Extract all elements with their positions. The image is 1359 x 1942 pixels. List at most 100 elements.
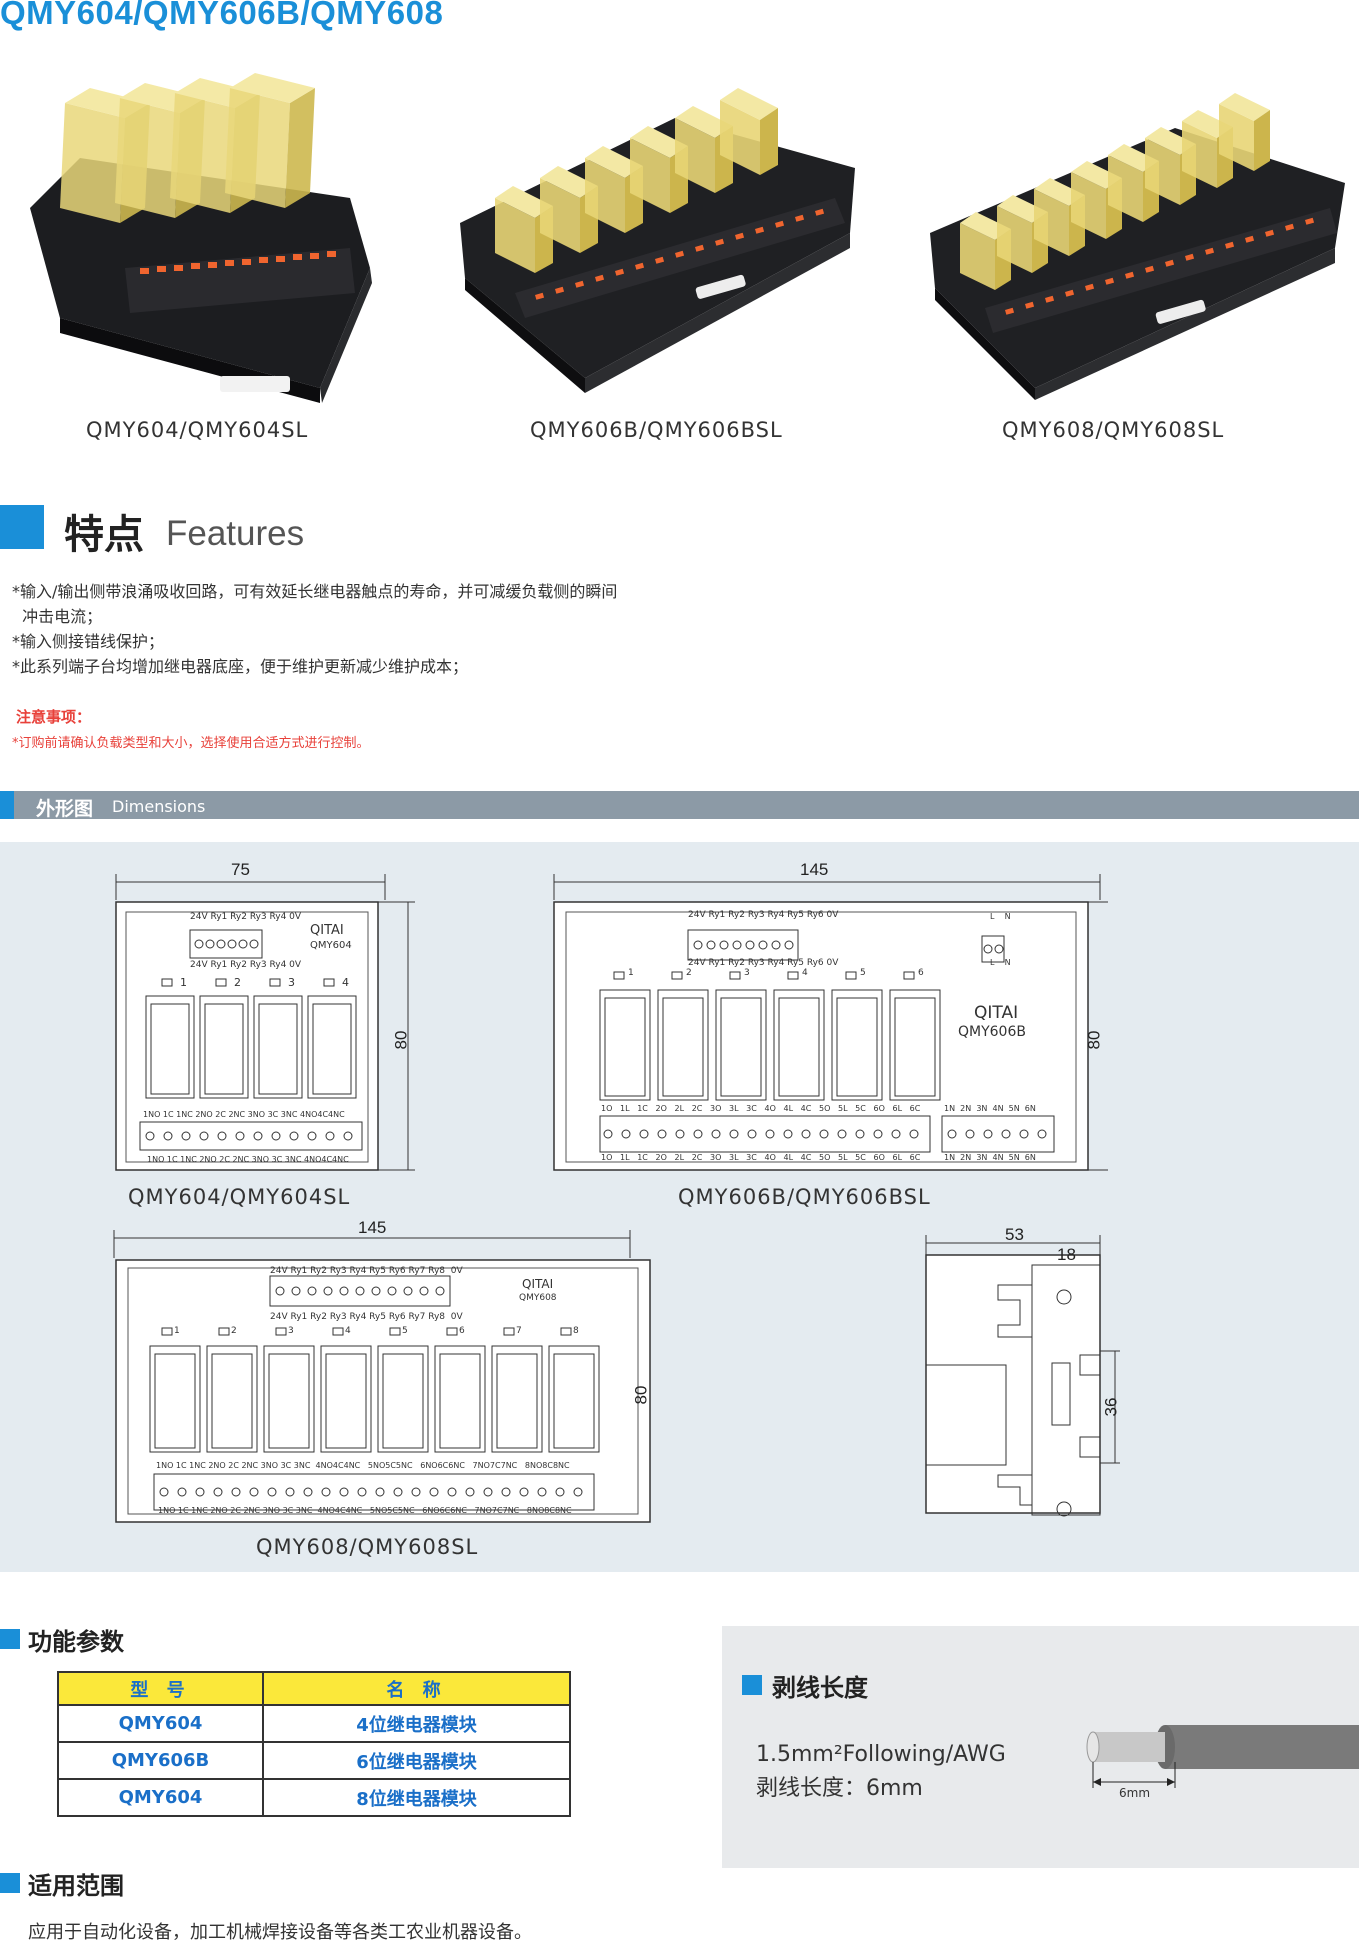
relay-label: 1 (628, 968, 634, 978)
table-cell-name: 6位继电器模块 (262, 1741, 571, 1780)
drawing-side-view (920, 1225, 1140, 1535)
params-table: 型 号 名 称 QMY604 4位继电器模块 QMY606B 6位继电器模块 Q… (57, 1671, 571, 1817)
params-marker-icon (0, 1629, 20, 1649)
relay-label: 3 (288, 1326, 294, 1336)
relay-label: 3 (288, 976, 295, 989)
scope-marker-icon (0, 1873, 20, 1893)
scope-title: 适用范围 (28, 1872, 124, 1900)
dim-height-label: 80 (391, 1030, 411, 1050)
terminal-label-top-lower: 24V Ry1 Ry2 Ry3 Ry4 Ry5 Ry6 Ry7 Ry8 0V (270, 1312, 463, 1322)
terminal-label-bottom-lower: 1NO 1C 1NC 2NO 2C 2NC 3NO 3C 3NC 4NO4C4N… (147, 1155, 349, 1164)
table-header-model: 型 号 (57, 1671, 264, 1706)
product-photo-qmy608 (925, 58, 1350, 403)
dim-height-label: 80 (631, 1385, 651, 1405)
strip-title: 剥线长度 (772, 1674, 868, 1702)
terminal-label-top-lower: 24V Ry1 Ry2 Ry3 Ry4 0V (190, 960, 302, 970)
n-terminal-label-lower: 1N 2N 3N 4N 5N 6N (944, 1153, 1036, 1162)
note-text: *订购前请确认负载类型和大小，选择使用合适方式进行控制。 (12, 736, 370, 751)
drawing-qmy606b (548, 860, 1108, 1180)
terminal-label-bottom-lower: 1O 1L 1C 2O 2L 2C 3O 3L 3C 4O 4L 4C 5O 5… (601, 1153, 921, 1162)
table-header-row: 型 号 名 称 (57, 1671, 571, 1706)
product-photo-qmy606b (455, 58, 875, 403)
brand-label: QITAI (310, 923, 344, 938)
product-caption-1: QMY604/QMY604SL (86, 418, 309, 442)
table-row: QMY606B 6位继电器模块 (57, 1741, 571, 1780)
terminal-label-bottom: 1NO 1C 1NC 2NO 2C 2NC 3NO 3C 3NC 4NO4C4N… (156, 1461, 570, 1470)
terminal-label-bottom-lower: 1NO 1C 1NC 2NO 2C 2NC 3NO 3C 3NC 4NO4C4N… (158, 1506, 572, 1515)
side-height-label: 36 (1101, 1397, 1121, 1417)
dimensions-header-bar (0, 791, 1359, 819)
relay-label: 6 (459, 1326, 465, 1336)
table-cell-model: QMY604 (57, 1778, 264, 1817)
model-label: QMY604 (310, 940, 352, 951)
relay-label: 1 (180, 976, 187, 989)
terminal-label-top: 24V Ry1 Ry2 Ry3 Ry4 Ry5 Ry6 0V (688, 910, 839, 920)
feature-line: *此系列端子台均增加继电器底座，便于维护更新减少维护成本； (12, 657, 469, 676)
params-title: 功能参数 (28, 1628, 124, 1656)
ln-label-lower: L N (990, 958, 1011, 967)
table-cell-name: 4位继电器模块 (262, 1704, 571, 1743)
scope-text: 应用于自动化设备，加工机械焊接设备等各类工农业机器设备。 (28, 1922, 532, 1942)
side-inner-label: 18 (1057, 1245, 1076, 1264)
relay-label: 7 (516, 1326, 522, 1336)
wire-illustration (1085, 1720, 1359, 1800)
drawing-caption: QMY606B/QMY606BSL (678, 1185, 931, 1209)
dim-width-label: 145 (800, 860, 829, 879)
dimensions-title-en: Dimensions (112, 797, 206, 816)
product-caption-2: QMY606B/QMY606BSL (530, 418, 783, 442)
relay-label: 4 (342, 976, 349, 989)
table-row: QMY604 8位继电器模块 (57, 1778, 571, 1817)
table-row: QMY604 4位继电器模块 (57, 1704, 571, 1743)
dimensions-title-cn: 外形图 (36, 798, 94, 820)
table-cell-model: QMY606B (57, 1741, 264, 1780)
dim-width-label: 145 (358, 1218, 387, 1237)
relay-label: 4 (802, 968, 808, 978)
relay-label: 8 (573, 1326, 579, 1336)
relay-label: 2 (234, 976, 241, 989)
brand-label: QITAI (522, 1277, 554, 1291)
product-caption-3: QMY608/QMY608SL (1002, 418, 1225, 442)
dim-width-label: 75 (231, 860, 250, 879)
product-photo-qmy604 (20, 58, 400, 403)
terminal-label-top-lower: 24V Ry1 Ry2 Ry3 Ry4 Ry5 Ry6 0V (688, 958, 839, 968)
dim-height-label: 80 (1084, 1030, 1104, 1050)
brand-label: QITAI (974, 1003, 1019, 1023)
relay-label: 5 (402, 1326, 408, 1336)
features-marker-icon (0, 505, 44, 549)
relay-label: 2 (231, 1326, 237, 1336)
relay-label: 5 (860, 968, 866, 978)
relay-label: 1 (174, 1326, 180, 1336)
note-title: 注意事项： (16, 708, 92, 726)
drawing-caption: QMY608/QMY608SL (256, 1535, 479, 1559)
strip-spec-line: 1.5mm²Following/AWG (756, 1742, 1006, 1767)
side-width-label: 53 (1005, 1225, 1024, 1244)
drawing-qmy608 (110, 1218, 670, 1538)
n-terminal-label: 1N 2N 3N 4N 5N 6N (944, 1104, 1036, 1113)
features-title-en: Features (166, 514, 305, 553)
table-header-name: 名 称 (262, 1671, 571, 1706)
model-label: QMY608 (519, 1293, 557, 1303)
dimensions-marker-icon (0, 791, 14, 819)
model-label: QMY606B (958, 1024, 1026, 1040)
strip-marker-icon (742, 1675, 762, 1695)
table-cell-model: QMY604 (57, 1704, 264, 1743)
terminal-label-top: 24V Ry1 Ry2 Ry3 Ry4 Ry5 Ry6 Ry7 Ry8 0V (270, 1266, 463, 1276)
ln-label: L N (990, 912, 1011, 921)
page-title: QMY604/QMY606B/QMY608 (0, 0, 444, 31)
terminal-label-bottom: 1O 1L 1C 2O 2L 2C 3O 3L 3C 4O 4L 4C 5O 5… (601, 1104, 921, 1113)
relay-label: 6 (918, 968, 924, 978)
table-cell-name: 8位继电器模块 (262, 1778, 571, 1817)
feature-line: *输入/输出侧带浪涌吸收回路，可有效延长继电器触点的寿命，并可减缓负载侧的瞬间 (12, 582, 618, 601)
feature-line: *输入侧接错线保护； (12, 632, 165, 651)
drawing-qmy604 (110, 860, 430, 1180)
relay-label: 2 (686, 968, 692, 978)
wire-dim-label: 6mm (1119, 1786, 1151, 1800)
strip-length-line: 剥线长度：6mm (756, 1776, 923, 1801)
terminal-label-bottom: 1NO 1C 1NC 2NO 2C 2NC 3NO 3C 3NC 4NO4C4N… (143, 1110, 345, 1119)
features-title-cn: 特点 (64, 512, 144, 558)
relay-label: 3 (744, 968, 750, 978)
drawing-caption: QMY604/QMY604SL (128, 1185, 351, 1209)
relay-label: 4 (345, 1326, 351, 1336)
terminal-label-top: 24V Ry1 Ry2 Ry3 Ry4 0V (190, 912, 302, 922)
feature-line: 冲击电流； (12, 607, 103, 626)
